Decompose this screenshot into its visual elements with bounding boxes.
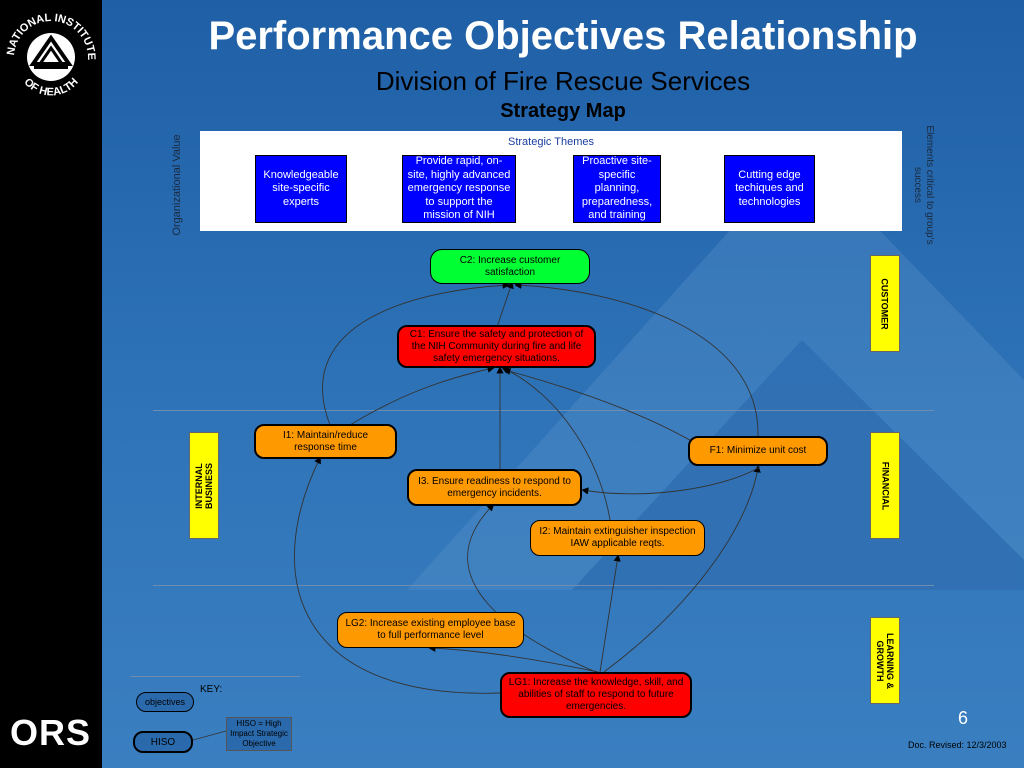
objective-c2: C2: Increase customer satisfaction [430, 249, 590, 284]
connector-f1-c1 [503, 367, 701, 447]
objective-lg2: LG2: Increase existing employee base to … [337, 612, 524, 648]
perspective-customer: CUSTOMER [870, 255, 900, 352]
connector-c1-c2 [496, 281, 514, 328]
theme-cutting-edge: Cutting edge techiques and technologies [724, 155, 815, 223]
ors-logo: ORS [10, 712, 92, 753]
perspective-learning-growth: LEARNING & GROWTH [870, 617, 900, 704]
objective-i2: I2: Maintain extinguisher inspection IAW… [530, 520, 705, 556]
key-hiso-definition: HISO = High Impact Strategic Objective [226, 717, 292, 751]
objective-c1: C1: Ensure the safety and protection of … [397, 325, 596, 368]
key-objectives-sample: objectives [136, 692, 194, 712]
connector-i1-c1 [349, 365, 495, 426]
theme-knowledgeable-experts: Knowledgeable site-specific experts [255, 155, 347, 223]
key-hiso-sample: HISO [133, 731, 193, 753]
strategy-map-heading: Strategy Map [500, 100, 626, 122]
connector-key [192, 730, 227, 741]
connector-i1-c2 [322, 281, 510, 426]
perspective-internal-business: INTERNAL BUSINESS [189, 432, 219, 539]
objective-f1: F1: Minimize unit cost [688, 436, 828, 466]
connector-lg1-f1 [603, 465, 761, 673]
strategic-themes-label: Strategic Themes [507, 136, 594, 148]
connector-f1-c2 [514, 281, 759, 437]
connector-i2-c1 [501, 367, 611, 521]
connector-f1-i3 [581, 466, 761, 495]
connector-lg1-i3 [467, 503, 597, 673]
doc-revised-date: Doc. Revised: 12/3/2003 [908, 740, 1007, 750]
connector-lg1-i1 [293, 456, 501, 694]
divider-upper [153, 410, 934, 411]
theme-rapid-response: Provide rapid, on-site, highly advanced … [402, 155, 516, 223]
objective-i1: I1: Maintain/reduce response time [254, 424, 397, 459]
nih-logo: NATIONAL INSTITUTES OF HEALTH [0, 0, 97, 98]
connector-lg1-lg2 [428, 644, 599, 673]
objective-lg1: LG1: Increase the knowledge, skill, and … [500, 672, 692, 718]
divider-key [130, 676, 300, 677]
objective-i3: I3. Ensure readiness to respond to emerg… [407, 469, 582, 506]
perspective-financial: FINANCIAL [870, 432, 900, 539]
connector-lg1-i2 [599, 554, 621, 673]
page-number: 6 [958, 708, 969, 728]
sidebar: NATIONAL INSTITUTES OF HEALTH ORS [0, 0, 102, 768]
slide-title: Performance Objectives Relationship [208, 14, 918, 58]
slide-subtitle: Division of Fire Rescue Services [375, 66, 751, 96]
key-label: KEY: [200, 684, 223, 695]
divider-lower [153, 585, 934, 586]
theme-proactive-planning: Proactive site-specific planning, prepar… [573, 155, 661, 223]
